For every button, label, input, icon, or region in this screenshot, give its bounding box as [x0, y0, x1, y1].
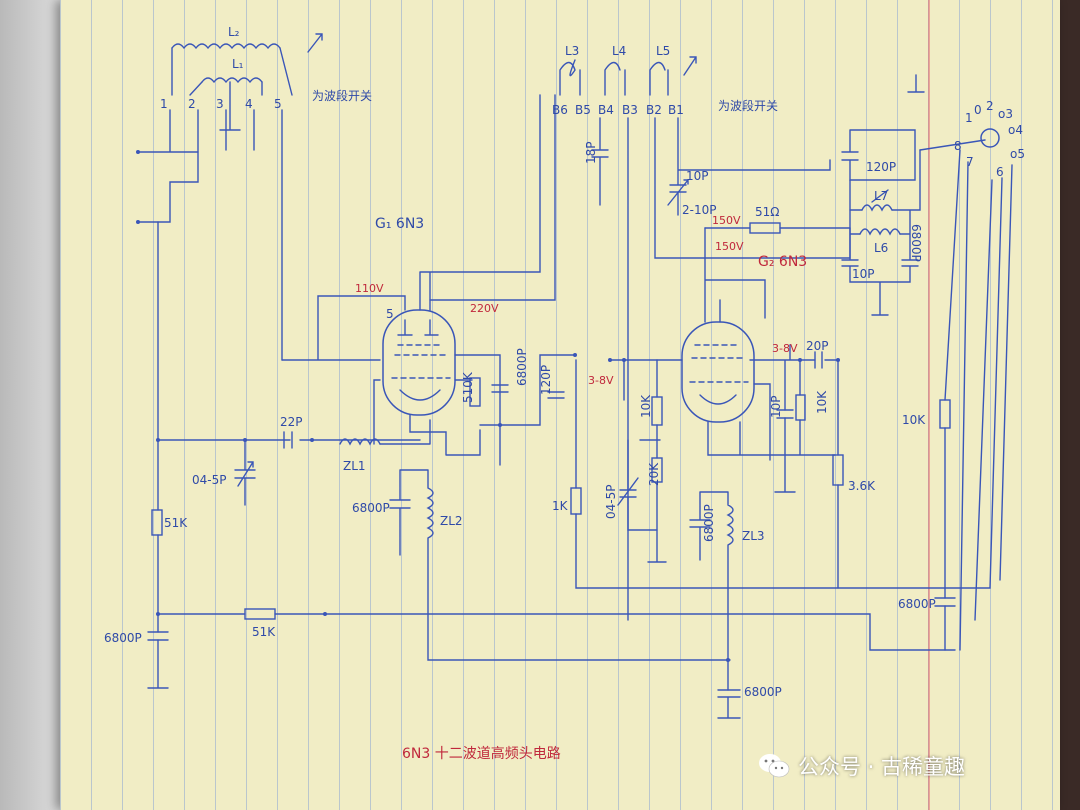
pin-6-g1: 5: [386, 307, 394, 321]
band-switch-right: 1 0 2 o3 o4 o5 6 7 8: [907, 74, 1025, 179]
label-10p-c: 10P: [852, 267, 875, 281]
watermark: 公众号 · 古稀童趣: [758, 748, 965, 784]
label-10p-b: 10P: [769, 395, 783, 418]
label-10k-b: 10K: [815, 390, 829, 414]
label-L7: L7: [874, 189, 888, 203]
coil-L7: [861, 189, 893, 212]
svg-text:7: 7: [966, 155, 974, 169]
label-120p-a: 120P: [539, 365, 553, 395]
label-L6: L6: [874, 241, 888, 255]
label-zl1: ZL1: [343, 459, 366, 473]
svg-text:0: 0: [974, 103, 982, 117]
label-51k-b: 51K: [252, 625, 276, 639]
label-2-10p: 2-10P: [682, 203, 716, 217]
svg-text:B3: B3: [622, 103, 638, 117]
schematic-caption: 6N3 十二波道高频头电路: [402, 745, 561, 762]
svg-text:o4: o4: [1008, 123, 1023, 137]
red-margin-line: [928, 0, 930, 810]
svg-text:B6: B6: [552, 103, 568, 117]
watermark-text: 公众号 · 古稀童趣: [798, 755, 966, 779]
resistor-510k: [469, 377, 481, 407]
wechat-icon: [759, 754, 790, 778]
label-3-8v-b: 3-8V: [772, 342, 798, 355]
svg-text:B5: B5: [575, 103, 591, 117]
svg-text:1: 1: [160, 97, 168, 111]
resistor-3-6k: [832, 454, 844, 486]
label-L4: L4: [612, 44, 626, 58]
svg-text:B1: B1: [668, 103, 684, 117]
label-6800p-g: 6800P: [898, 597, 936, 611]
label-110v: 110V: [355, 282, 384, 295]
label-150v-b: 150V: [715, 240, 744, 253]
resistor-51-ohm: [749, 222, 781, 234]
label-10k-a: 10K: [639, 394, 653, 418]
label-3-8v-a: 3-8V: [588, 374, 614, 387]
svg-text:2: 2: [188, 97, 196, 111]
label-20p: 20P: [806, 339, 829, 353]
label-band-switch-right: 为波段开关: [718, 98, 778, 113]
label-51k-a: 51K: [164, 516, 188, 530]
svg-text:5: 5: [274, 97, 282, 111]
label-6800p-c: 6800P: [352, 501, 390, 515]
label-L5: L5: [656, 44, 670, 58]
coil-pins-right: B6 B5 B4 B3 B2 B1: [552, 103, 684, 117]
label-L3: L3: [565, 44, 579, 58]
resistor-1k: [570, 487, 582, 515]
label-6800p-f: 6800P: [909, 224, 923, 262]
label-L2: L₂: [228, 25, 240, 39]
coil-L6: [859, 228, 901, 236]
label-6800p-d: 6800P: [702, 504, 716, 542]
svg-text:1: 1: [965, 111, 973, 125]
coil-L2: [171, 33, 323, 53]
svg-text:o3: o3: [998, 107, 1013, 121]
resistor-10k-b: [795, 394, 806, 421]
resistor-10k-a: [651, 396, 663, 426]
tube-g1: [382, 309, 456, 416]
svg-text:8: 8: [954, 139, 962, 153]
label-tube-g1: G₁ 6N3: [375, 216, 424, 232]
label-51-ohm: 51Ω: [755, 205, 779, 219]
coil-L1: [201, 77, 263, 84]
label-1k: 1K: [552, 499, 569, 513]
resistor-51k-horizontal: [244, 608, 276, 620]
svg-text:o5: o5: [1010, 147, 1025, 161]
label-6800p-e: 6800P: [744, 685, 782, 699]
svg-text:B4: B4: [598, 103, 614, 117]
label-18p: 18P: [584, 141, 598, 164]
label-22p: 22P: [280, 415, 303, 429]
label-tube-g2: G₂ 6N3: [758, 254, 807, 270]
coil-pins-left: 1 2 3 4 5: [160, 97, 282, 111]
label-6800p-a: 6800P: [104, 631, 142, 645]
svg-text:4: 4: [245, 97, 253, 111]
label-L1: L₁: [232, 57, 244, 71]
left-background: [0, 0, 60, 810]
label-04-5p-b: 04-5P: [604, 485, 618, 519]
resistor-10k-c: [939, 399, 951, 429]
coil-L3-L4-L5: [559, 56, 697, 96]
label-6800p-b: 6800P: [515, 348, 529, 386]
svg-text:6: 6: [996, 165, 1004, 179]
label-zl2: ZL2: [440, 514, 463, 528]
label-3-6k: 3.6K: [848, 479, 876, 493]
label-120p-b: 120P: [866, 160, 896, 174]
svg-text:2: 2: [986, 99, 994, 113]
svg-text:3: 3: [216, 97, 224, 111]
label-20k: 20K: [647, 462, 661, 486]
label-150v-a: 150V: [712, 214, 741, 227]
tube-g2: [681, 321, 755, 423]
svg-text:B2: B2: [646, 103, 662, 117]
label-band-switch-left: 为波段开关: [312, 88, 372, 103]
resistor-51k-vertical: [151, 509, 163, 536]
label-04-5p-a: 04-5P: [192, 473, 226, 487]
resistor-20k: [651, 457, 663, 483]
label-10k-c: 10K: [902, 413, 926, 427]
label-220v: 220V: [470, 302, 499, 315]
label-zl3: ZL3: [742, 529, 765, 543]
label-10p-a: 10P: [686, 169, 709, 183]
label-510k: 510K: [461, 371, 475, 403]
